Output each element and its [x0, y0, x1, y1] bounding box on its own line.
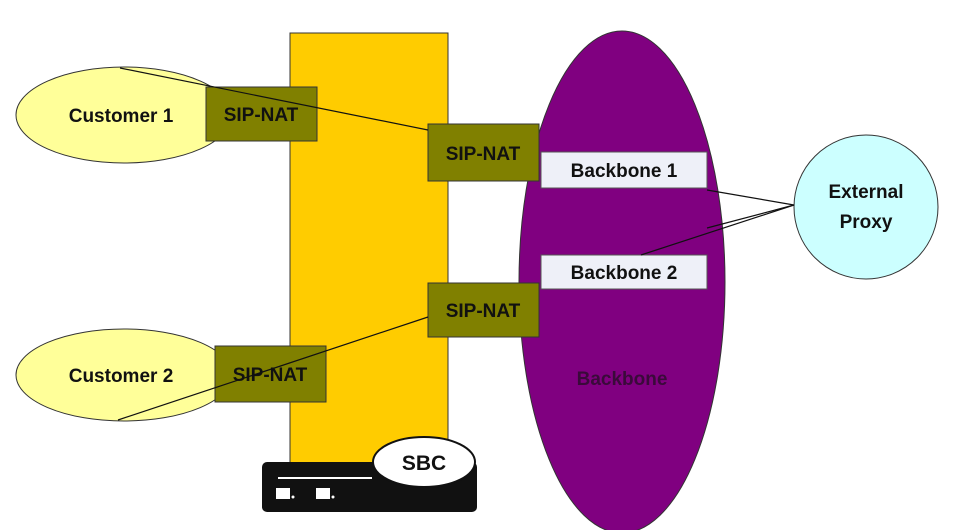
connector-backbone-1-to-proxy: [706, 189, 795, 206]
customer-2-label: Customer 2: [69, 366, 174, 387]
sip-nat-customer-2: [214, 345, 327, 403]
backbone-label: Backbone: [577, 369, 668, 390]
external-proxy-label-line2: Proxy: [840, 212, 893, 233]
backbone-1-label: Backbone 1: [571, 161, 678, 182]
sip-nat-customer-2-label: SIP-NAT: [233, 365, 308, 386]
sip-nat-backbone-1-label: SIP-NAT: [446, 144, 521, 165]
backbone-2-box: [540, 254, 708, 290]
sip-nat-backbone-2-label: SIP-NAT: [446, 301, 521, 322]
sbc-device-icon: [262, 436, 477, 512]
sbc-label: SBC: [402, 452, 446, 475]
backbone-1-box: [540, 151, 708, 189]
connector-customer-1-to-sip-nat: [119, 67, 429, 131]
customer-1-label: Customer 1: [69, 106, 174, 127]
backbone-2-label: Backbone 2: [571, 263, 678, 284]
connector-customer-2-to-sip-nat: [117, 316, 429, 421]
external-proxy-circle: [793, 134, 939, 280]
connector-backbone-side: [706, 204, 795, 229]
sip-nat-customer-1-label: SIP-NAT: [224, 105, 299, 126]
sip-nat-backbone-1: [427, 123, 540, 182]
external-proxy-label-line1: External: [829, 182, 904, 203]
connector-backbone-2-to-proxy: [640, 204, 795, 256]
sip-nat-backbone-2: [427, 282, 540, 338]
